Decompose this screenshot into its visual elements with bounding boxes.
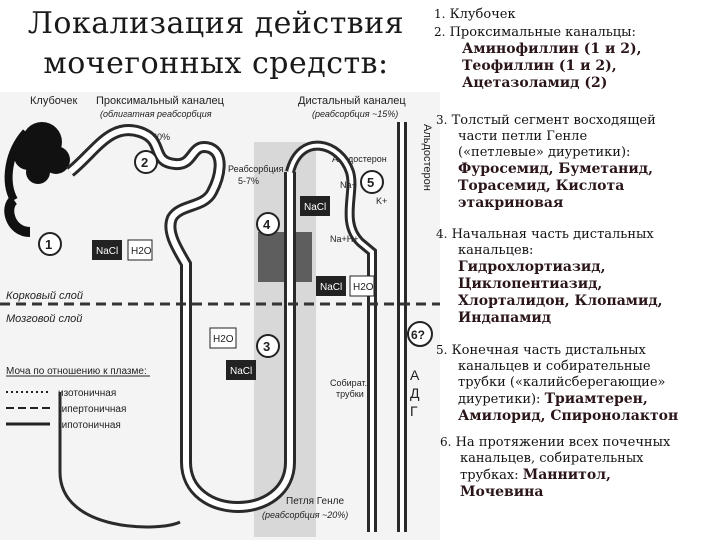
list-item-4: 4. Начальная часть дистальных канальцев:… xyxy=(436,227,663,326)
svg-text:H2O: H2O xyxy=(131,246,152,257)
svg-text:NaCl: NaCl xyxy=(96,246,118,257)
svg-text:H2O: H2O xyxy=(213,334,234,345)
svg-text:NaCl: NaCl xyxy=(304,202,326,213)
svg-text:NaCl: NaCl xyxy=(320,282,342,293)
proximal-sub-label: (облигатная реабсорбция xyxy=(100,109,212,119)
na-label: Na+ xyxy=(340,180,357,190)
reabsorption-label: Реабсорбция xyxy=(228,164,284,174)
list-item-5: 5. Конечная часть дистальных канальцев и… xyxy=(436,343,679,424)
site-2-marker: 2 xyxy=(134,150,158,174)
site-1-marker: 1 xyxy=(38,232,62,256)
drug-mannitol: Маннитол, xyxy=(522,467,611,483)
k-label: K+ xyxy=(376,196,387,206)
h2o-box-2: H2O xyxy=(349,275,375,297)
svg-text:3: 3 xyxy=(263,339,270,354)
drug-chlortalidone: Хлорталидон, Клопамид, xyxy=(458,293,663,309)
title-line-2: мочегонных средств: xyxy=(43,46,389,81)
aldosterone-label: Альдостерон xyxy=(332,154,387,164)
legend-hypotonic: гипотоничная xyxy=(58,420,121,431)
medulla-label: Мозговой слой xyxy=(6,313,82,325)
svg-text:H2O: H2O xyxy=(353,282,374,293)
collecting-label-2: трубки xyxy=(336,389,364,399)
nacl-box-1: NaCl xyxy=(92,240,122,260)
aldosterone-vertical-label: Альдостерон xyxy=(421,124,433,191)
drug-urea: Мочевина xyxy=(460,484,544,500)
list-item-2: 2. Проксимальные канальцы: Аминофиллин (… xyxy=(434,25,642,91)
loop-sub-label: (реабсорбция ~20%) xyxy=(262,510,348,520)
legend-isotonic: изотоничная xyxy=(58,388,116,399)
proximal-pct-label: 80% xyxy=(152,132,170,142)
drug-amiloride: Амилорид, Спиронолактон xyxy=(458,408,679,424)
drug-acetazolamide: Ацетазоламид (2) xyxy=(462,75,608,91)
drug-furosemide: Фуросемид, Буметанид, xyxy=(458,161,654,177)
title-line-1: Локализация действия xyxy=(27,6,405,41)
svg-text:6?: 6? xyxy=(411,328,425,342)
nephron-diagram: Клубочек Проксимальный каналец (облигатн… xyxy=(0,92,440,540)
outer-loop-line xyxy=(58,392,181,529)
drug-hydrochlorothiazide: Гидрохлортиазид, xyxy=(458,259,606,275)
slide-title: Локализация действия мочегонных средств: xyxy=(6,4,426,84)
proximal-label: Проксимальный каналец xyxy=(96,95,225,107)
nacl-box-3: NaCl xyxy=(226,360,256,380)
collecting-label: Собират. xyxy=(330,378,367,388)
legend-title: Моча по отношению к плазме: xyxy=(6,366,147,377)
drug-theophylline: Теофиллин (1 и 2), xyxy=(462,58,617,74)
h2o-box-3: H2O xyxy=(209,327,237,349)
svg-text:1: 1 xyxy=(45,237,52,252)
site-3-marker: 3 xyxy=(256,334,280,358)
svg-text:NaCl: NaCl xyxy=(230,366,252,377)
drug-torasemide: Торасемид, Кислота xyxy=(458,178,625,194)
site-6-marker: 6? xyxy=(407,321,433,347)
adg-letter-g: Г xyxy=(410,403,418,419)
legend-hypertonic: гипертоничная xyxy=(58,404,126,415)
cortex-label: Корковый слой xyxy=(6,290,83,302)
drug-aminophylline: Аминофиллин (1 и 2), xyxy=(462,41,642,57)
nacl-box-4: NaCl xyxy=(300,196,330,216)
drug-cyclopenthiazide: Циклопентиазид, xyxy=(458,276,603,292)
na-h-label: Na+H+ xyxy=(330,234,359,244)
adg-letter-a: А xyxy=(410,367,420,383)
distal-label: Дистальный каналец xyxy=(298,95,406,107)
loop-label: Петля Генле xyxy=(286,496,344,507)
distal-sub-label: (реабсорбция ~15%) xyxy=(312,109,398,119)
svg-text:4: 4 xyxy=(263,217,271,232)
svg-text:2: 2 xyxy=(141,155,148,170)
drug-indapamide: Индапамид xyxy=(458,310,552,326)
adg-letter-d: Д xyxy=(410,385,420,401)
svg-text:5: 5 xyxy=(367,175,374,190)
list-item-1: 1. Клубочек xyxy=(434,7,516,22)
h2o-box-1: H2O xyxy=(127,239,153,261)
drug-triamterene: Триамтерен, xyxy=(544,391,648,407)
site-5-marker: 5 xyxy=(360,170,384,194)
glomerulus-shape xyxy=(4,122,70,237)
nacl-box-2: NaCl xyxy=(316,276,346,296)
site-4-marker: 4 xyxy=(256,212,280,236)
reabsorption-pct-label: 5-7% xyxy=(238,176,259,186)
list-item-3: 3. Толстый сегмент восходящей части петл… xyxy=(436,113,656,211)
drug-ethacrynic: этакриновая xyxy=(458,195,564,211)
glomerulus-label: Клубочек xyxy=(30,95,77,107)
list-item-6: 6. На протяжении всех почечных канальцев… xyxy=(440,435,671,500)
legend: Моча по отношению к плазме: изотоничная … xyxy=(6,366,150,431)
